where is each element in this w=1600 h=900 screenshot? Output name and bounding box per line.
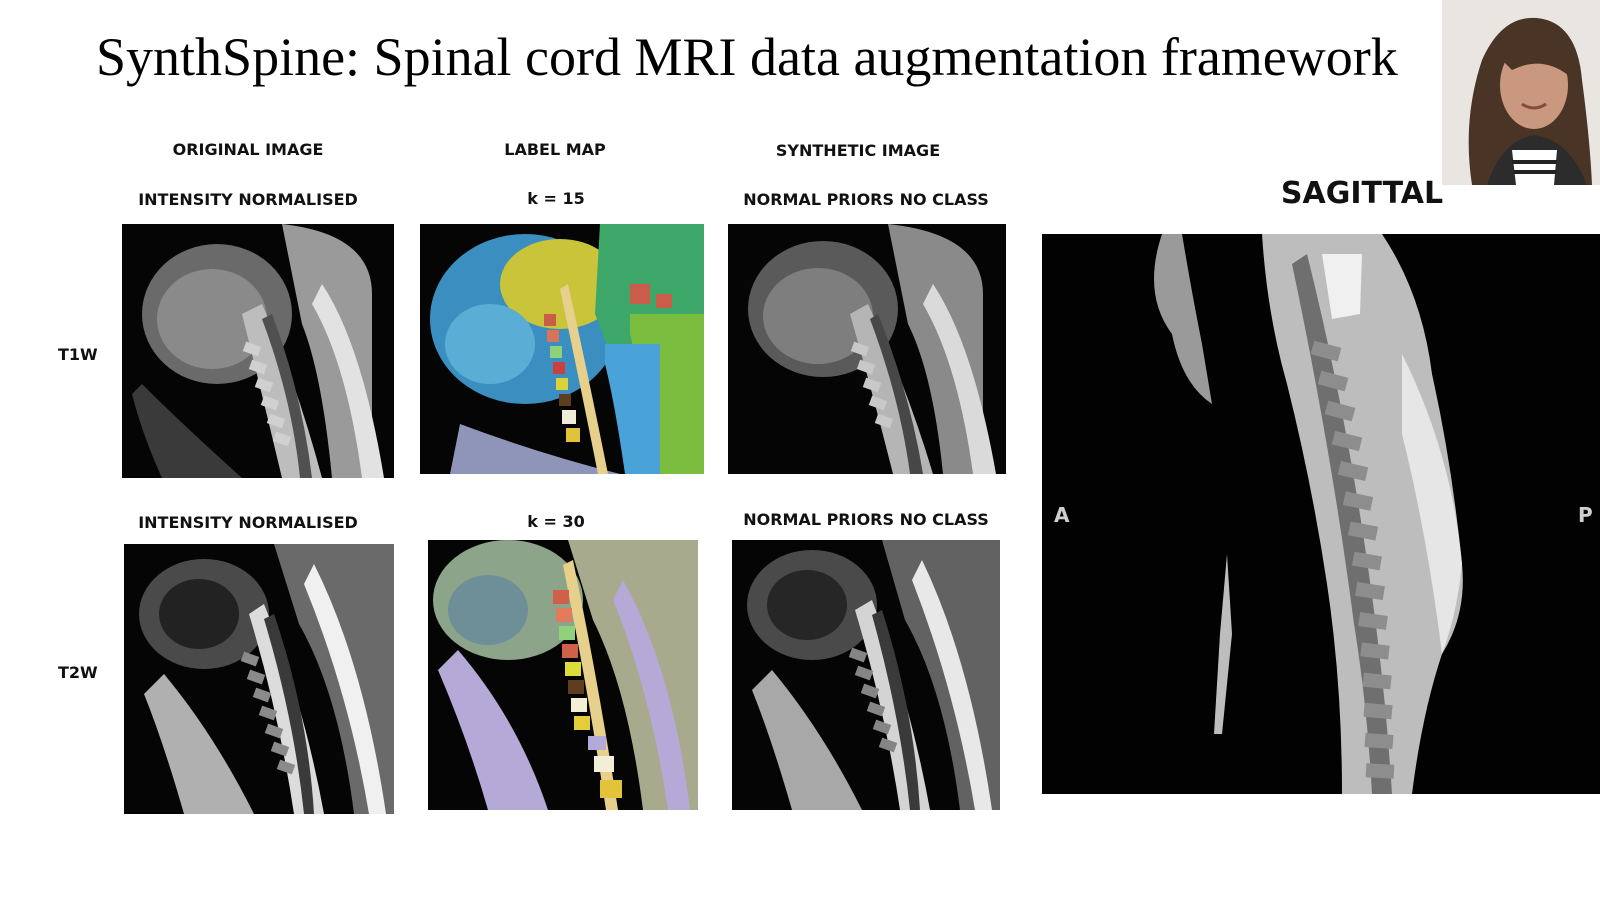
slide-title: SynthSpine: Spinal cord MRI data augment…	[96, 27, 1398, 87]
t1-label-map	[420, 224, 704, 474]
sagittal-label: SAGITTAL	[1280, 176, 1444, 211]
webcam-person-icon	[1442, 0, 1600, 185]
mri-scan-icon	[732, 540, 1000, 810]
column-header-label-map: LABEL MAP	[504, 140, 606, 159]
t1-label-caption: k = 15	[527, 189, 585, 208]
mri-scan-icon	[728, 224, 1006, 474]
row-label-t2w: T2W	[58, 663, 98, 682]
presenter-webcam	[1442, 0, 1600, 185]
mri-scan-icon	[122, 224, 394, 478]
t2-label-map	[428, 540, 698, 810]
segmentation-map-icon	[428, 540, 698, 810]
t1-original-image	[122, 224, 394, 478]
t1-original-caption: INTENSITY NORMALISED	[138, 190, 358, 209]
t2-original-image	[124, 544, 394, 814]
t1-synthetic-image	[728, 224, 1006, 474]
segmentation-map-icon	[420, 224, 704, 474]
t2-synthetic-caption: NORMAL PRIORS NO CLASS	[743, 510, 989, 529]
t1-synthetic-caption: NORMAL PRIORS NO CLASS	[743, 190, 989, 209]
t2-synthetic-image	[732, 540, 1000, 810]
row-label-t1w: T1W	[58, 345, 98, 364]
t2-original-caption: INTENSITY NORMALISED	[138, 513, 358, 532]
mri-scan-icon	[1042, 234, 1600, 794]
sagittal-view-image	[1042, 234, 1600, 794]
posterior-marker: P	[1578, 503, 1593, 527]
anterior-marker: A	[1054, 503, 1070, 527]
column-header-synthetic: SYNTHETIC IMAGE	[775, 141, 941, 160]
t2-label-caption: k = 30	[527, 512, 585, 531]
column-header-original: ORIGINAL IMAGE	[172, 140, 324, 159]
mri-scan-icon	[124, 544, 394, 814]
